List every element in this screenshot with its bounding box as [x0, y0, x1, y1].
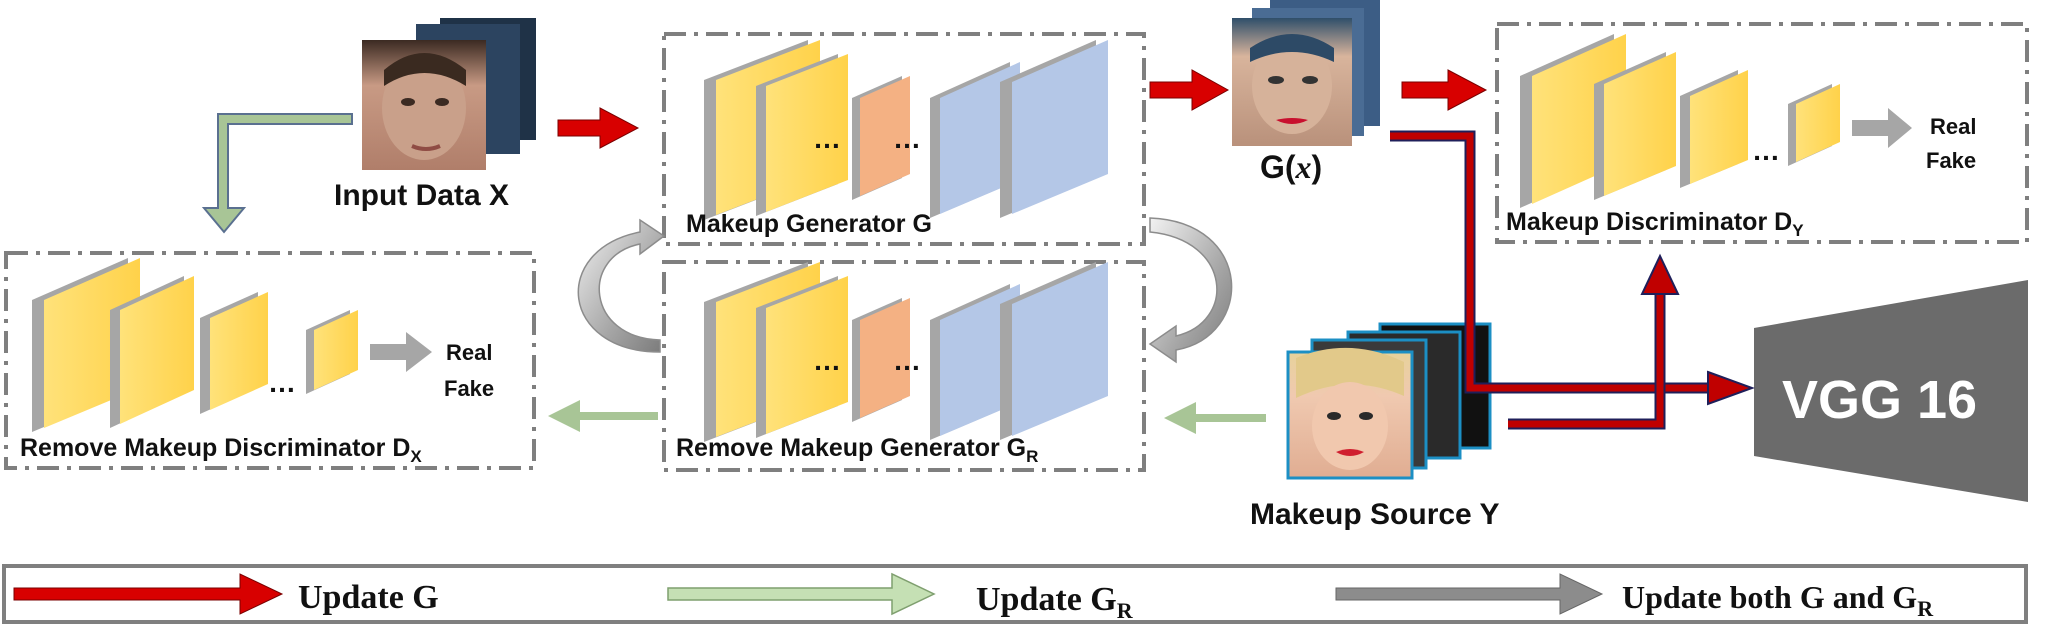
makeup-source-label: Makeup Source Y: [1250, 498, 1500, 531]
ellipsis-2: …: [893, 345, 921, 376]
legend-item-update-g: Update G: [13, 573, 439, 616]
disc-layer-4: [1788, 84, 1840, 166]
generated-face-image-stack: [1232, 0, 1380, 146]
red-arrowhead-discriminator: [1640, 253, 1680, 295]
legend-item-update-both: Update both G and GR: [1335, 573, 1934, 621]
green-elbow-arrow: [201, 113, 353, 234]
makeup-generator-frame: [662, 32, 1146, 246]
red-arrowhead-vgg: [1707, 370, 1755, 406]
ellipsis: …: [1752, 135, 1780, 166]
gray-legend-arrow: [1335, 573, 1604, 615]
ellipsis: …: [268, 367, 296, 398]
remove-makeup-discriminator-label: Remove Makeup Discriminator DX: [20, 434, 422, 466]
makeup-discriminator-output: Real Fake: [1852, 108, 1976, 173]
remove-makeup-discriminator-layers: …: [32, 258, 358, 432]
bottleneck-layer: [852, 298, 910, 422]
makeup-generator-layers: … …: [704, 40, 1108, 220]
decoder-layer-2: [1000, 262, 1108, 440]
cycle-arrows: [577, 217, 1233, 364]
update-g-flow: [557, 69, 1755, 430]
gray-output-arrow: [1852, 108, 1912, 148]
red-arrow-generator-to-output: [1149, 69, 1230, 111]
makeup-discriminator-frame: [1495, 22, 2029, 244]
disc-layer-2: [1594, 52, 1676, 200]
makeup-generator-label: Makeup Generator G: [686, 210, 932, 238]
disc-layer-3: [1680, 70, 1748, 188]
makeup-discriminator-layers: …: [1520, 34, 1840, 208]
remove-makeup-generator-frame: [662, 260, 1146, 472]
legend-frame: [2, 564, 2028, 624]
generated-output-label: G(x): [1260, 149, 1322, 185]
gray-cycle-arrow-left: [577, 218, 666, 353]
red-arrow-input-to-generator: [557, 107, 640, 149]
real-label: Real: [1930, 114, 1976, 139]
legend-update-g-label: Update G: [298, 579, 439, 616]
gray-cycle-arrow-right: [1148, 217, 1233, 364]
encoder-layer-2: [756, 54, 848, 216]
green-arrow-remover-to-discriminator: [548, 400, 658, 432]
remove-makeup-generator-layers: … …: [704, 262, 1108, 442]
remove-makeup-discriminator-frame: [4, 251, 536, 470]
green-arrow-source-to-remover: [1164, 402, 1266, 434]
vgg16-block: VGG 16: [1754, 280, 2028, 502]
real-label: Real: [446, 340, 492, 365]
legend-update-both-label: Update both G and GR: [1622, 579, 1934, 621]
ellipsis-2: …: [893, 123, 921, 154]
input-data-label: Input Data X: [334, 179, 509, 212]
disc-layer-1: [1520, 34, 1626, 208]
disc-layer-4: [306, 310, 358, 394]
encoder-layer-2: [756, 276, 848, 438]
red-arrow-output-to-discriminator: [1401, 69, 1488, 111]
remove-makeup-discriminator-output: Real Fake: [370, 332, 494, 401]
remove-makeup-generator-label: Remove Makeup Generator GR: [676, 434, 1038, 466]
legend: Update G Update GR Update both G and GR: [2, 564, 2028, 624]
disc-layer-3: [200, 292, 268, 414]
red-legend-arrow: [13, 573, 284, 615]
ellipsis-1: …: [813, 123, 841, 154]
makeup-source-image-stack: [1286, 322, 1492, 480]
green-legend-arrow: [667, 572, 936, 616]
decoder-layer-2: [1000, 40, 1108, 218]
bottleneck-layer: [852, 76, 910, 200]
red-path-source-to-discriminator: [1508, 292, 1666, 430]
legend-item-update-gr: Update GR: [667, 572, 1134, 623]
input-face-image-stack: [362, 18, 536, 170]
gray-output-arrow: [370, 332, 432, 372]
update-gr-flow: [201, 113, 1266, 434]
vgg16-label: VGG 16: [1782, 370, 1977, 430]
makeup-discriminator-label: Makeup Discriminator DY: [1506, 208, 1804, 240]
fake-label: Fake: [444, 376, 494, 401]
legend-update-gr-label: Update GR: [976, 581, 1134, 623]
disc-layer-2: [110, 276, 194, 428]
ellipsis-1: …: [813, 345, 841, 376]
fake-label: Fake: [1926, 148, 1976, 173]
